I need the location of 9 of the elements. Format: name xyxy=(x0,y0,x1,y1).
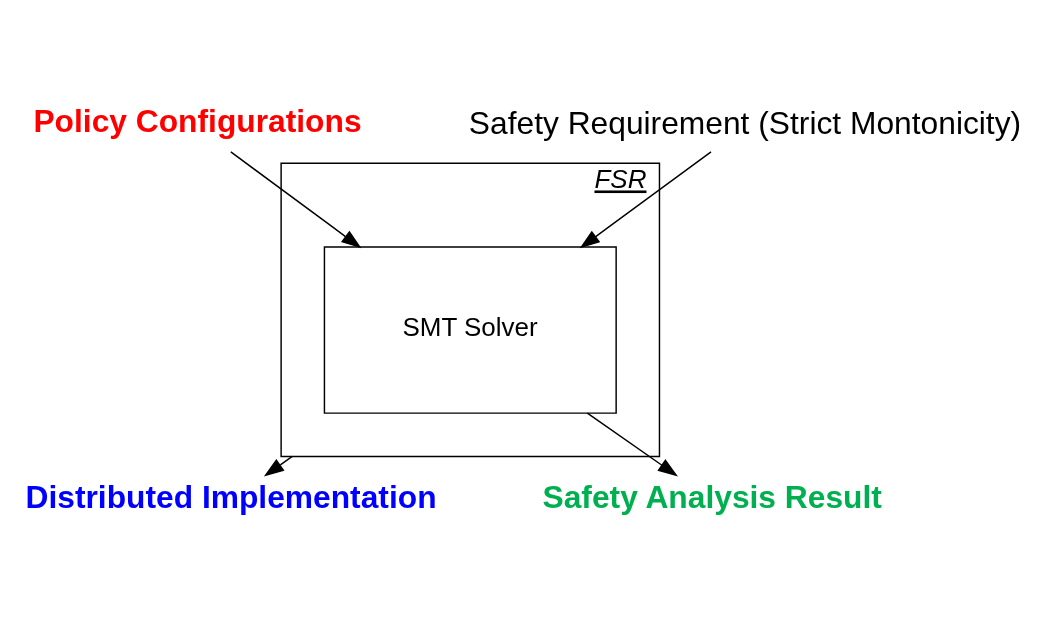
node-text: Policy Configurations xyxy=(33,102,362,139)
node-text: Safety Requirement (Strict Montonicity) xyxy=(468,104,1022,141)
arrow xyxy=(579,150,712,248)
node-text: Distributed Implementation xyxy=(25,478,437,515)
node-text: Safety Analysis Result xyxy=(542,478,882,515)
arrow xyxy=(263,455,294,476)
arrow xyxy=(586,411,678,476)
node-box: SMT Solver xyxy=(323,245,617,414)
arrow xyxy=(230,150,362,248)
